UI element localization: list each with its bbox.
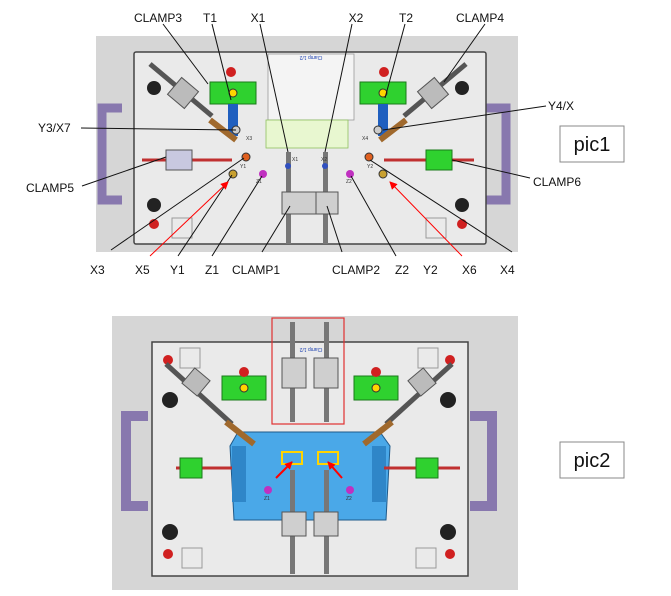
- pic1-red-arrows: [149, 181, 463, 257]
- pic2-right-handle: [470, 411, 497, 511]
- pic1-pin-tag-x2: X2: [321, 157, 327, 163]
- callout-y1: Y1: [170, 263, 185, 277]
- callout-z1: Z1: [205, 263, 219, 277]
- pic1-pin-tag-x1: X1: [292, 157, 298, 163]
- pic1-callouts: CLAMP3 T1 X1 X2 T2 CLAMP4 Y3/X7 Y4/X CLA…: [26, 11, 581, 277]
- callout-x5: X5: [135, 263, 150, 277]
- pic1-leader-lines: [80, 23, 547, 257]
- callout-clamp3: CLAMP3: [134, 11, 182, 25]
- callout-clamp4: CLAMP4: [456, 11, 504, 25]
- pic1-pin-tag-z1: Z1: [256, 179, 262, 185]
- callout-y3x7: Y3/X7: [38, 121, 71, 135]
- pic2-red-arrows: [275, 461, 343, 479]
- callout-t2: T2: [399, 11, 413, 25]
- pic1-center-plate: [267, 53, 355, 121]
- callout-z2: Z2: [395, 263, 409, 277]
- pic2-left-handle: [121, 411, 148, 511]
- callout-x1: X1: [251, 11, 266, 25]
- callout-x3: X3: [90, 263, 105, 277]
- callout-x2: X2: [349, 11, 364, 25]
- pic1-pin-tag-z2: Z2: [346, 179, 352, 185]
- pic1-pin-tag-y1: Y1: [240, 164, 246, 170]
- pic2-pin-tag-z2: Z2: [346, 496, 352, 502]
- pic2-plate-label: Clamp 1/2: [299, 346, 322, 352]
- callout-t1: T1: [203, 11, 217, 25]
- pic1-green-pad: [265, 119, 349, 149]
- pic2-fixture-image: Clamp 1/2 Z1 Z2: [112, 316, 518, 590]
- pic2-tag-box: pic2: [559, 441, 625, 479]
- callout-y4x: Y4/X: [548, 99, 574, 113]
- pic1-pin-tag-y2: Y2: [367, 164, 373, 170]
- pic2-red-highlight: [271, 317, 345, 425]
- callout-y2: Y2: [423, 263, 438, 277]
- pic1-tag-box: pic1: [559, 125, 625, 163]
- callout-clamp6: CLAMP6: [533, 175, 581, 189]
- pic1-fixture-image: Clamp 1/2: [96, 36, 518, 252]
- callout-clamp5: CLAMP5: [26, 181, 74, 195]
- pic1-left-handle: [97, 103, 122, 205]
- pic2-pin-tag-z1: Z1: [264, 496, 270, 502]
- pic1-right-handle: [482, 103, 511, 205]
- pic2-tag: pic2: [574, 450, 611, 472]
- pic1-plate-label: Clamp 1/2: [299, 54, 322, 60]
- callout-x4: X4: [500, 263, 515, 277]
- pic1-tag: pic1: [574, 134, 611, 156]
- callout-x6: X6: [462, 263, 477, 277]
- callout-clamp2: CLAMP2: [332, 263, 380, 277]
- pic1-pin-tag-x3: X3: [246, 136, 252, 142]
- pic1-pin-tag-x4: X4: [362, 136, 368, 142]
- callout-clamp1: CLAMP1: [232, 263, 280, 277]
